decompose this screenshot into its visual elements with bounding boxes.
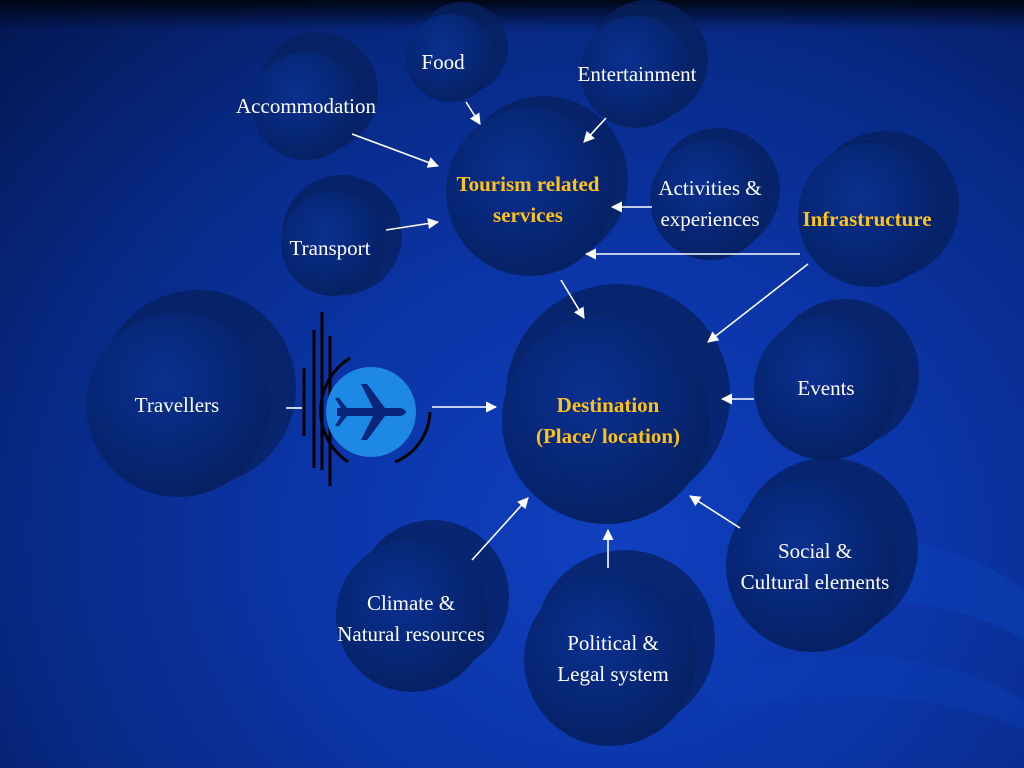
node-climate-line2: Natural resources	[337, 622, 485, 646]
node-political-line1: Political &	[567, 631, 659, 655]
node-climate-line1: Climate &	[366, 591, 456, 615]
arrow-accommodation-to-services	[351, 133, 440, 168]
arrow-services-to-destination	[560, 279, 585, 319]
node-destination-line1: Destination	[556, 393, 660, 417]
node-social-line1: Social &	[777, 539, 853, 563]
node-political: Political & Legal system	[538, 628, 688, 690]
node-tourism-services-line2: services	[493, 203, 563, 227]
bubble-social	[726, 458, 918, 652]
bubble-travellers	[86, 290, 296, 497]
node-tourism-services-line1: Tourism related	[456, 172, 600, 196]
arrow-entertainment-to-services	[583, 117, 607, 143]
node-travellers: Travellers	[134, 393, 220, 417]
bubble-food	[406, 2, 508, 102]
top-gradient-band	[0, 0, 1024, 30]
node-climate: Climate & Natural resources	[318, 588, 504, 650]
background-swoosh-2	[700, 655, 1024, 730]
airplane-icon	[302, 312, 432, 486]
arrow-climate-to-destination	[471, 497, 529, 561]
bubble-political	[524, 550, 715, 746]
bubble-destination	[502, 284, 730, 524]
arrow-infrastructure-to-destination	[707, 263, 809, 343]
bubble-infrastructure	[798, 131, 959, 287]
node-social-line2: Cultural elements	[740, 570, 890, 594]
node-transport: Transport	[289, 236, 371, 260]
node-entertainment: Entertainment	[577, 62, 697, 86]
node-infrastructure: Infrastructure	[802, 207, 932, 231]
bubble-accommodation	[252, 32, 378, 160]
node-activities-line2: experiences	[660, 207, 760, 231]
node-food: Food	[421, 50, 465, 74]
node-political-line2: Legal system	[557, 662, 669, 686]
node-destination-line2: (Place/ location)	[535, 424, 681, 448]
node-activities-line1: Activities &	[658, 176, 762, 200]
node-tourism-services: Tourism related services	[432, 169, 624, 231]
arrow-food-to-services	[465, 101, 481, 125]
arrow-social-to-destination	[689, 495, 741, 529]
node-activities: Activities & experiences	[640, 173, 780, 235]
node-accommodation: Accommodation	[236, 94, 376, 118]
node-destination: Destination (Place/ location)	[508, 390, 708, 452]
arrow-transport-to-services	[385, 217, 440, 231]
bubble-climate	[336, 520, 509, 692]
node-social: Social & Cultural elements	[722, 536, 908, 598]
bubble-activities	[650, 128, 780, 260]
bubble-transport	[281, 175, 402, 296]
node-events: Events	[797, 376, 855, 400]
bubble-events	[754, 299, 919, 460]
bubble-entertainment	[580, 0, 708, 128]
